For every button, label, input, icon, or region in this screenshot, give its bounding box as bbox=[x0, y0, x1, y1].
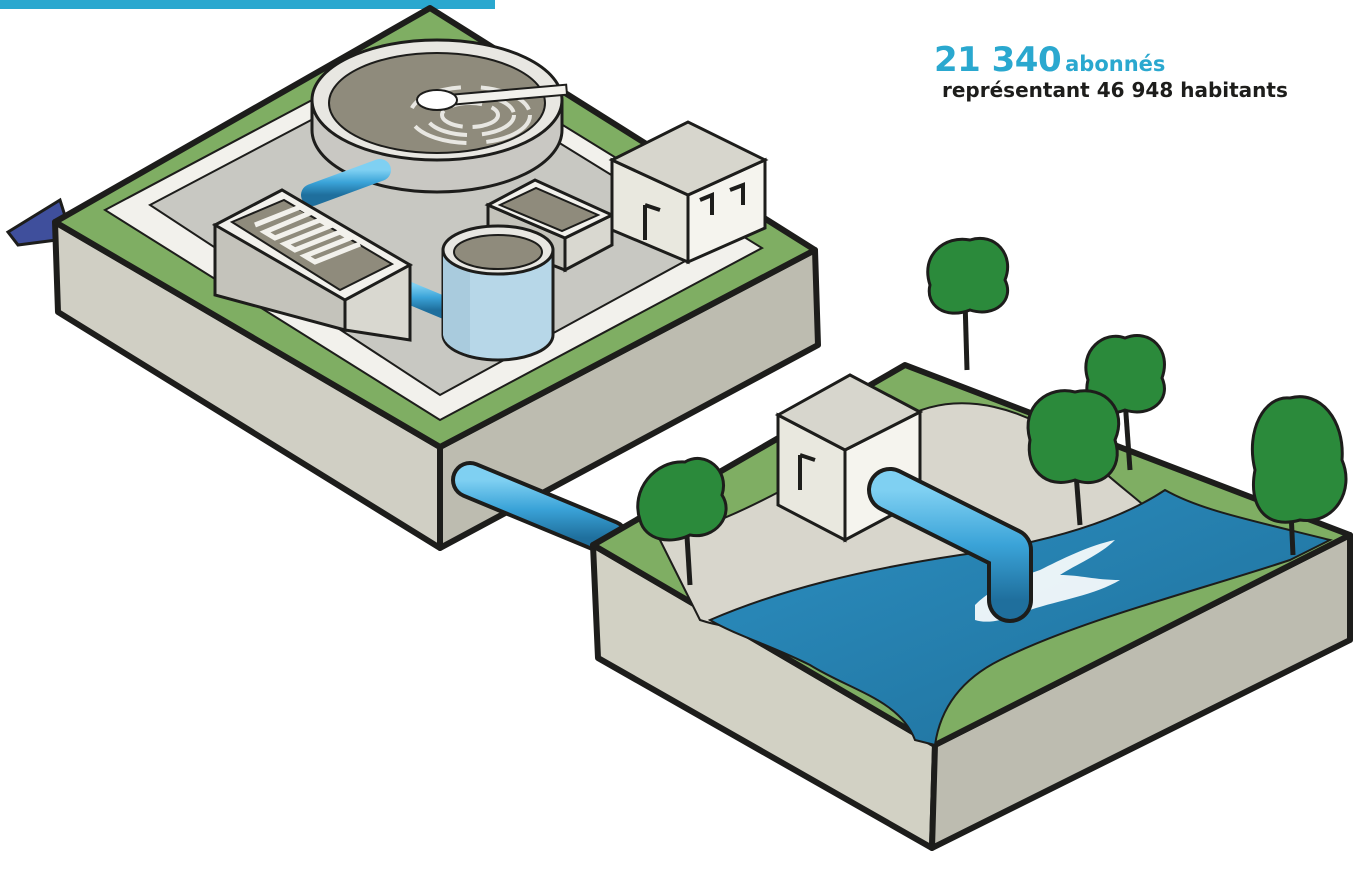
discharge-pipe bbox=[867, 467, 1033, 623]
tree-left bbox=[636, 456, 728, 586]
subscribers-count: 21 340 bbox=[934, 40, 1062, 80]
header-accent-bar bbox=[0, 0, 495, 9]
inhabitants-line: représentant 46 948 habitants bbox=[942, 78, 1288, 102]
outfall-pipe bbox=[451, 461, 629, 557]
treatment-plant-block bbox=[52, 5, 821, 551]
river-block bbox=[590, 362, 1353, 851]
tree-center bbox=[926, 237, 1010, 371]
tree-right-front bbox=[1026, 389, 1121, 526]
control-building bbox=[608, 120, 769, 265]
cylinder-tank bbox=[441, 224, 555, 362]
tree-far-right bbox=[1250, 395, 1348, 556]
clarifier-tank bbox=[310, 38, 569, 194]
aeration-basin bbox=[211, 188, 414, 342]
subscribers-unit: abonnés bbox=[1065, 52, 1166, 76]
